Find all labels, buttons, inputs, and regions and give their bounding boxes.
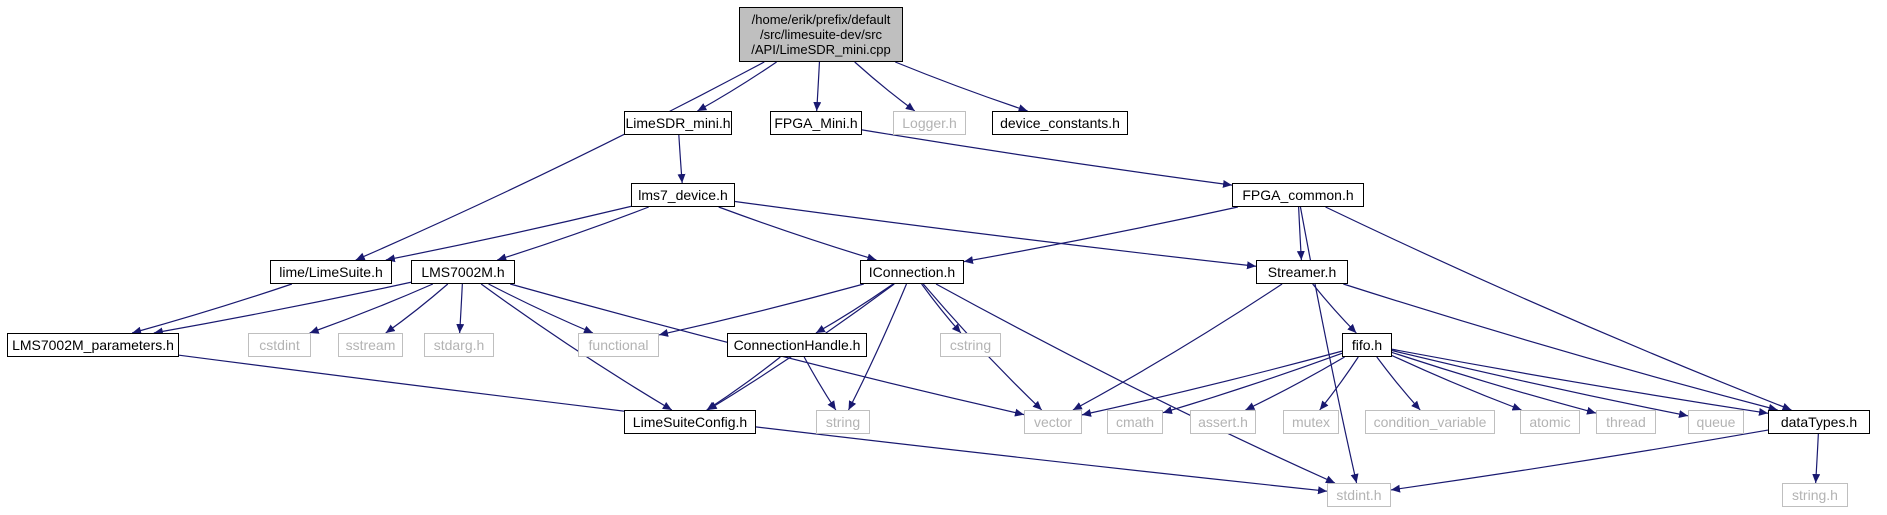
node-connectionhandle-h[interactable]: ConnectionHandle.h [727,333,867,357]
node-device-constants-h[interactable]: device_constants.h [992,111,1128,135]
edge-iconnection-h-to-functional [658,283,864,337]
node-lms7-device-h[interactable]: lms7_device.h [631,183,735,207]
edge-iconnection-h-to-stdint-h [935,283,1336,484]
edge-iconnection-h-to-cstring [921,283,962,334]
node-datatypes-h[interactable]: dataTypes.h [1768,410,1870,434]
edge-fifo-h-to-vector [1081,350,1343,417]
node-iconnection-h[interactable]: IConnection.h [860,260,964,284]
edge-fifo-h-to-condition-variable [1376,356,1421,411]
edge-root-to-device-constants-h [895,61,1028,112]
edge-root-to-logger-h [854,61,916,112]
edge-iconnection-h-to-connectionhandle-h [815,283,894,334]
edge-lms7002m-h-to-stdarg-h [456,283,465,334]
node-logger-h: Logger.h [893,111,966,135]
node-queue: queue [1688,410,1744,434]
edge-iconnection-h-to-string [847,283,908,411]
edge-fifo-h-to-cmath [1162,352,1343,414]
edge-limesdr-mini-h-to-lms7-device-h [677,134,686,184]
edge-streamer-h-to-datatypes-h [1343,283,1778,412]
node-cstdint: cstdint [248,333,311,357]
node-lms7002m-h[interactable]: LMS7002M.h [411,260,515,284]
edge-lime-limesuite-h-to-lms7002m-parameters-h [131,283,293,335]
node-mutex: mutex [1283,410,1339,434]
node-vector: vector [1024,410,1082,434]
node-assert-h: assert.h [1190,410,1256,434]
edge-lms7002m-h-to-sstream [385,283,449,334]
edge-lms7002m-h-to-cstdint [309,283,434,334]
node-cstring: cstring [940,333,1001,357]
edge-lms7-device-h-to-streamer-h [734,200,1257,270]
edge-fifo-h-to-assert-h [1245,356,1345,411]
node-atomic: atomic [1520,410,1580,434]
edge-fpga-common-h-to-datatypes-h [1325,206,1792,411]
node-sstream: sstream [338,333,403,357]
edge-streamer-h-to-fifo-h [1312,283,1357,334]
edge-root-to-fpga-mini-h [813,61,822,112]
node-lime-limesuite-h[interactable]: lime/LimeSuite.h [270,260,392,284]
edge-fifo-h-to-atomic [1391,354,1522,411]
node-root[interactable]: /home/erik/prefix/default /src/limesuite… [739,7,903,62]
node-fifo-h[interactable]: fifo.h [1342,333,1392,357]
edge-datatypes-h-to-stdint-h [1390,429,1769,493]
edge-lms7002m-h-to-limesuiteconfig-h [480,283,673,411]
edge-streamer-h-to-vector [1072,283,1283,411]
edge-fifo-h-to-mutex [1319,356,1359,411]
edge-root-to-lime-limesuite-h [355,61,765,261]
edge-fpga-common-h-to-iconnection-h [963,206,1238,264]
node-limesuiteconfig-h[interactable]: LimeSuiteConfig.h [624,410,756,434]
edge-connectionhandle-h-to-limesuiteconfig-h [706,356,781,411]
edge-fifo-h-to-thread [1391,351,1597,415]
edge-lms7002m-h-to-lms7002m-parameters-h [153,281,412,336]
node-stdarg-h: stdarg.h [424,333,494,357]
node-cmath: cmath [1107,410,1163,434]
edge-lms7002m-h-to-functional [488,283,594,334]
edge-fpga-mini-h-to-fpga-common-h [861,129,1233,188]
edge-lms7-device-h-to-lms7002m-h [497,206,649,262]
node-fpga-common-h[interactable]: FPGA_common.h [1232,183,1364,207]
edge-lms7-device-h-to-lime-limesuite-h [385,205,632,263]
node-string: string [816,410,870,434]
node-thread: thread [1596,410,1656,434]
edge-lms7-device-h-to-iconnection-h [718,206,877,262]
edge-connectionhandle-h-to-string [803,356,837,411]
edge-fifo-h-to-queue [1391,349,1689,418]
node-lms7002m-parameters-h[interactable]: LMS7002M_parameters.h [7,333,179,357]
edge-datatypes-h-to-string-h [1812,433,1821,484]
edge-fpga-common-h-to-stdint-h [1299,206,1359,484]
node-functional: functional [578,333,659,357]
node-string-h: string.h [1782,483,1848,507]
edge-root-to-limesdr-mini-h [697,61,777,112]
node-condition-variable: condition_variable [1365,410,1495,434]
node-limesdr-mini-h[interactable]: LimeSDR_mini.h [624,111,732,135]
node-fpga-mini-h[interactable]: FPGA_Mini.h [770,111,862,135]
node-stdint-h: stdint.h [1327,483,1391,507]
edge-fifo-h-to-datatypes-h [1391,348,1769,416]
edge-fpga-common-h-to-streamer-h [1296,206,1305,261]
node-streamer-h[interactable]: Streamer.h [1256,260,1348,284]
